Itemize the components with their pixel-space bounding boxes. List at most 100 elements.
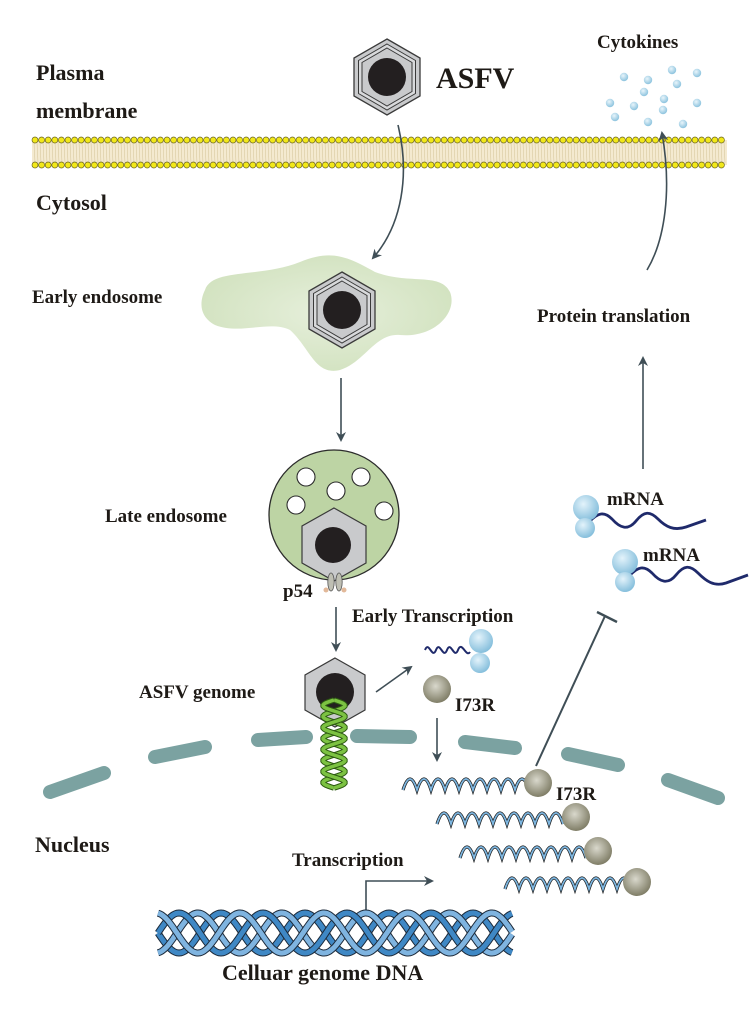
lipid-head [104, 161, 111, 169]
lipid-head [315, 161, 323, 169]
lipid-head [322, 161, 329, 169]
lipid-head [275, 161, 283, 169]
lipid-head [612, 161, 620, 169]
lipid-head [249, 136, 257, 144]
plasma-label-line2: membrane [36, 98, 138, 123]
lipid-head [407, 136, 415, 144]
lipid-head [685, 161, 692, 169]
lipid-head [440, 161, 448, 169]
i73r-bound-protein [623, 868, 651, 896]
nucleus-label: Nucleus [35, 832, 110, 857]
lipid-head [38, 161, 45, 169]
lipid-head [170, 136, 177, 144]
lipid-head [553, 136, 560, 144]
lipid-head [454, 161, 461, 169]
lipid-head [341, 161, 349, 169]
lipid-head [632, 136, 639, 144]
i73r-label: I73R [455, 695, 495, 716]
lipid-head [671, 136, 679, 144]
lipid-head [480, 161, 488, 169]
nuclear-envelope-segment [561, 747, 625, 772]
lipid-head [51, 136, 59, 144]
p54-protein-icon [323, 572, 347, 593]
lipid-head [322, 136, 329, 144]
lipid-head [262, 161, 270, 169]
protein-translation-label: Protein translation [537, 306, 691, 327]
endosomal-virion-icon [308, 271, 376, 349]
i73r-protein-icon [423, 675, 451, 703]
lipid-head [645, 161, 653, 169]
lipid-head [282, 161, 290, 169]
lipid-head [143, 136, 151, 144]
lipid-head [619, 161, 626, 169]
lipid-head [381, 136, 389, 144]
lipid-head [652, 136, 659, 144]
ribosome-icon [612, 549, 638, 575]
lipid-head [77, 136, 85, 144]
mrna-1 [573, 495, 707, 538]
lipid-head [209, 161, 217, 169]
lipid-head [190, 161, 197, 169]
lipid-head [256, 161, 263, 169]
lipid-head [520, 161, 527, 169]
lipid-head [157, 136, 164, 144]
lipid-head [124, 136, 131, 144]
lipid-head [361, 136, 369, 144]
lipid-head [566, 136, 573, 144]
cytokines-label: Cytokines [597, 32, 678, 53]
lipid-head [130, 161, 138, 169]
lipid-head [592, 136, 600, 144]
lipid-head [348, 161, 356, 169]
lipid-head [638, 161, 646, 169]
lipid-head [110, 136, 118, 144]
lipid-head [698, 161, 705, 169]
lipid-head [163, 161, 171, 169]
lipid-head [487, 136, 494, 144]
lipid-head [64, 136, 72, 144]
lipid-head [487, 161, 494, 169]
cytokine-particle [667, 65, 677, 75]
lipid-head [130, 136, 138, 144]
lipid-head [229, 161, 237, 169]
lipid-head [223, 136, 230, 144]
late-endosome [268, 449, 400, 582]
lipid-head [691, 161, 699, 169]
p54-label: p54 [283, 581, 313, 602]
lipid-head [183, 136, 191, 144]
viral-dna-helix [320, 697, 348, 791]
lipid-head [209, 136, 217, 144]
lipid-head [328, 161, 336, 169]
i73r-bound-protein [524, 769, 552, 797]
lipid-head [599, 161, 606, 169]
lipid-head [91, 161, 98, 169]
transcript-strand [504, 877, 632, 892]
lipid-head [407, 161, 415, 169]
lipid-head [401, 161, 408, 169]
cytokine-particle [658, 105, 668, 115]
lipid-head [176, 136, 184, 144]
lipid-head [625, 136, 633, 144]
lipid-head [421, 161, 428, 169]
lipid-head [381, 161, 389, 169]
lipid-head [302, 161, 309, 169]
cytokine-particle [605, 98, 615, 108]
lipid-head [592, 161, 600, 169]
nuclear-envelope-segment [251, 730, 313, 747]
lipid-head [71, 161, 78, 169]
lipid-head [150, 136, 158, 144]
lipid-head [579, 161, 587, 169]
lipid-head [678, 161, 686, 169]
ribosome-icon [469, 629, 493, 673]
lipid-head [718, 136, 725, 144]
lipid-head [467, 161, 474, 169]
lipid-head [341, 136, 349, 144]
cytokine-particle [659, 94, 669, 104]
lipid-head [31, 161, 39, 169]
lipid-head [368, 161, 375, 169]
lipid-head [480, 136, 488, 144]
nuclear-envelope-segment [350, 729, 417, 744]
late-endosome-label: Late endosome [105, 506, 227, 527]
lipid-head [256, 136, 263, 144]
cytokine-particle [692, 68, 702, 78]
early-transcription-label: Early Transcription [352, 606, 514, 627]
